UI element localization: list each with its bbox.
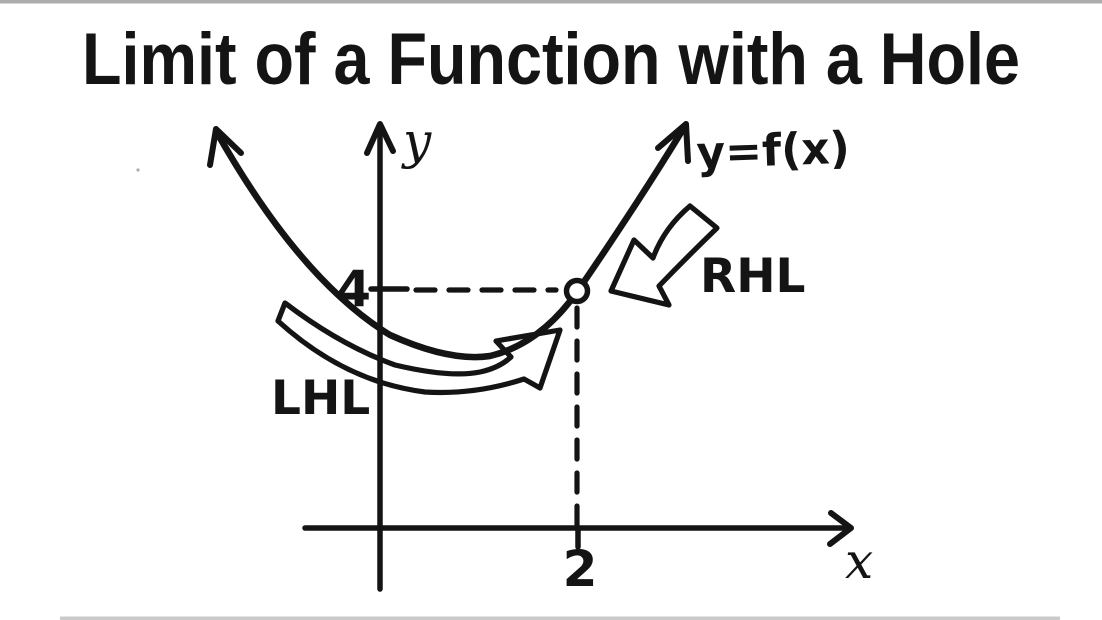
curve-label: y=f(x) bbox=[696, 123, 851, 179]
y-axis bbox=[364, 121, 396, 592]
x-axis-label: x bbox=[845, 532, 873, 590]
x-axis-arrowhead-icon bbox=[827, 510, 854, 547]
speck-artifact bbox=[136, 168, 140, 172]
x-tick-label: 2 bbox=[563, 540, 598, 598]
curve-right-arrowhead-icon bbox=[655, 121, 691, 164]
scan-artifact-bottom bbox=[60, 616, 1060, 620]
y-tick-label: 4 bbox=[336, 260, 371, 318]
curve-left-arrowhead-icon bbox=[207, 126, 244, 168]
rhl-block-arrow bbox=[608, 203, 720, 308]
y-axis-arrowhead-icon bbox=[364, 121, 396, 156]
rhl-label: RHL bbox=[700, 249, 805, 304]
scan-artifact-top bbox=[0, 0, 1102, 4]
lhl-label: LHL bbox=[271, 371, 370, 426]
page-title: Limit of a Function with a Hole bbox=[82, 19, 1020, 100]
y-axis-label: y bbox=[401, 112, 432, 170]
function-curve bbox=[212, 122, 689, 361]
hole-marker bbox=[563, 277, 591, 305]
